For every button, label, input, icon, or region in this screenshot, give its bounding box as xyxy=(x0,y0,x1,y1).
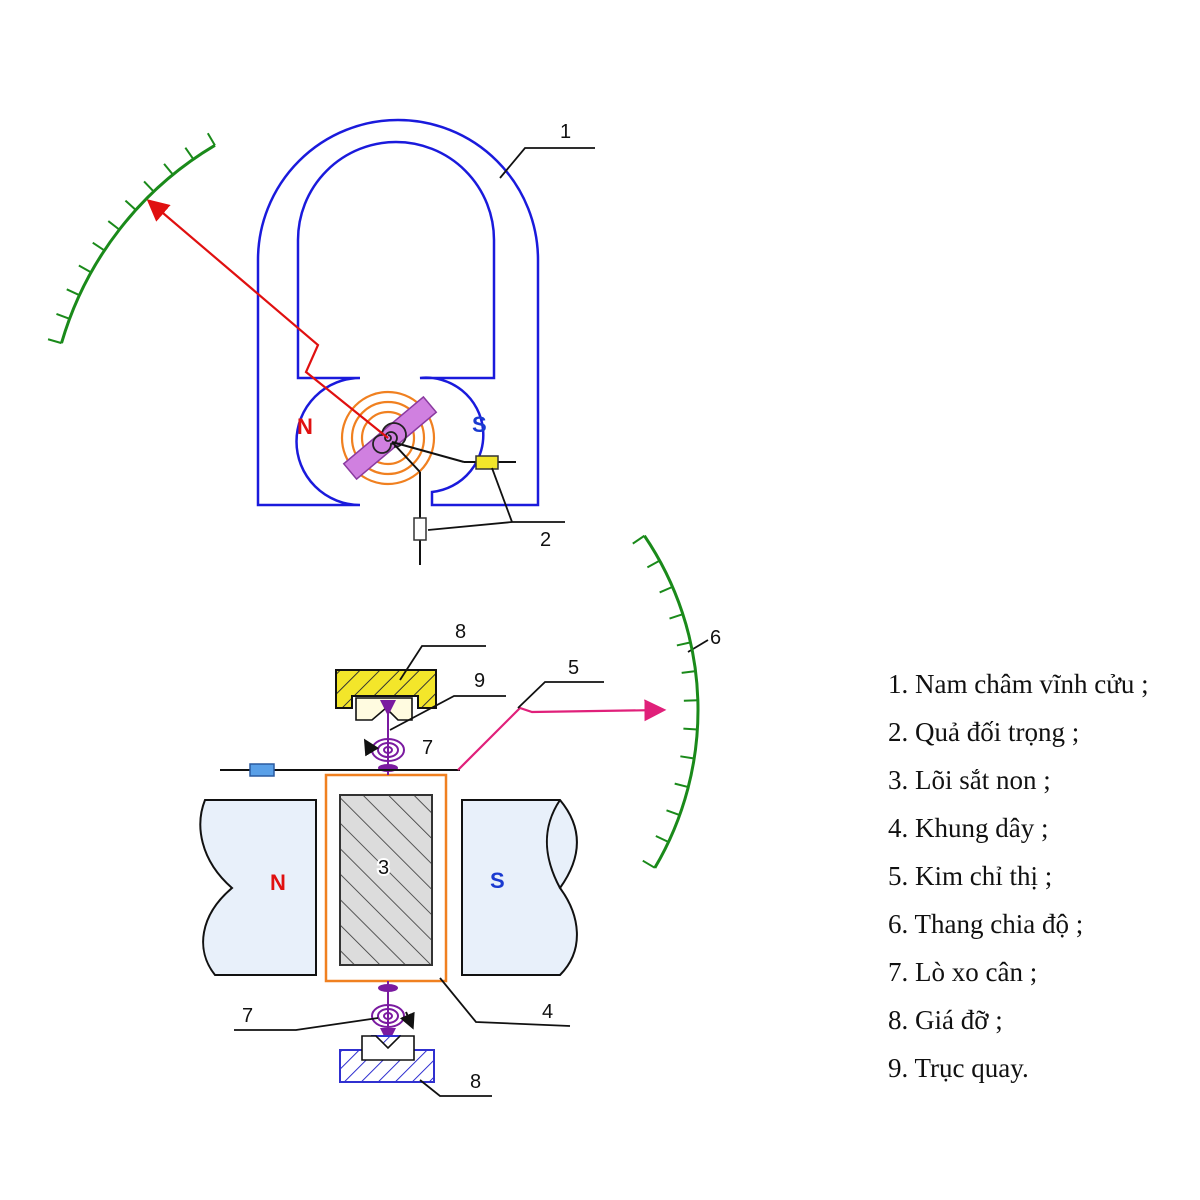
core-label: 3 xyxy=(378,857,389,879)
coil-winding xyxy=(340,390,436,486)
scale-tick xyxy=(124,199,137,211)
callout-8-top: 8 xyxy=(455,621,466,643)
scale-tick xyxy=(666,809,681,816)
legend-list: 1. Nam châm vĩnh cửu ; 2. Quả đối trọng … xyxy=(888,664,1188,1096)
legend-item-7: 7. Lò xo cân ; xyxy=(888,957,1038,987)
pole-north-label: N xyxy=(297,414,313,439)
callout-line-1 xyxy=(499,147,595,179)
legend-item-4: 4. Khung dây ; xyxy=(888,813,1049,843)
pointer-needle-top xyxy=(146,199,389,439)
horseshoe-magnet xyxy=(256,118,540,507)
scale-tick xyxy=(632,534,645,545)
scale-tick xyxy=(659,585,673,594)
scale-arc-side xyxy=(632,534,700,869)
scale-tick xyxy=(107,220,120,231)
callout-line-5 xyxy=(517,681,604,709)
legend-item-1: 1. Nam châm vĩnh cửu ; xyxy=(888,669,1149,699)
scale-tick xyxy=(683,727,698,731)
callout-line-2 xyxy=(427,467,565,531)
legend-item-6: 6. Thang chia độ ; xyxy=(888,909,1084,939)
legend-item-5: 5. Kim chỉ thị ; xyxy=(888,861,1053,891)
magnet-pole-south xyxy=(461,799,578,976)
scale-arc-line xyxy=(60,144,216,344)
rotating-core xyxy=(342,395,438,481)
soft-iron-core xyxy=(339,794,433,966)
callout-line-4 xyxy=(439,977,571,1027)
counterweight-side xyxy=(249,763,275,777)
spring-arrow-top xyxy=(363,738,380,757)
callout-line-7-bottom xyxy=(234,1017,379,1031)
spring-arrow-bottom xyxy=(399,1011,415,1030)
pivot-top xyxy=(355,697,413,721)
pivot-bottom xyxy=(361,1035,415,1061)
scale-tick xyxy=(143,180,155,193)
scale-tick xyxy=(655,835,669,843)
callout-5: 5 xyxy=(568,657,579,679)
scale-tick xyxy=(184,147,195,160)
counterweight-right xyxy=(475,455,499,470)
side-view: N S 3 xyxy=(199,534,721,1097)
side-pole-south-label: S xyxy=(490,868,505,893)
callout-4: 4 xyxy=(542,1001,553,1023)
callout-6: 6 xyxy=(710,627,721,649)
callout-8-bottom: 8 xyxy=(470,1071,481,1093)
legend-item-9: 9. Trục quay. xyxy=(888,1053,1029,1083)
balance-spring-bottom-icon xyxy=(371,1004,405,1028)
scale-tick xyxy=(646,559,661,569)
scale-tick xyxy=(66,288,80,297)
callout-2: 2 xyxy=(540,529,551,551)
callout-9: 9 xyxy=(474,670,485,692)
scale-tick xyxy=(642,859,656,869)
magnet-pole-north xyxy=(199,799,317,976)
top-view: N S 1 2 xyxy=(47,118,595,565)
legend-item-3: 3. Lõi sắt non ; xyxy=(888,765,1051,795)
shaft-collar-bottom xyxy=(378,984,398,992)
counterweight-bottom xyxy=(413,517,427,541)
callout-1: 1 xyxy=(560,121,571,143)
legend-item-2: 2. Quả đối trọng ; xyxy=(888,717,1080,747)
callout-7-bottom: 7 xyxy=(242,1005,253,1027)
pole-south-label: S xyxy=(472,412,487,437)
pointer-needle-side xyxy=(457,699,667,771)
scale-tick xyxy=(680,755,695,760)
scale-arc-top xyxy=(47,132,216,345)
support-bracket-top xyxy=(335,669,437,709)
scale-tick xyxy=(78,264,92,274)
scale-tick xyxy=(681,670,696,674)
callout-7-top: 7 xyxy=(422,737,433,759)
scale-tick xyxy=(163,163,174,176)
callout-line-8-bottom xyxy=(419,1079,492,1097)
scale-tick xyxy=(676,641,691,647)
scale-tick xyxy=(56,312,70,320)
scale-tick xyxy=(92,241,105,252)
scale-tick xyxy=(669,613,684,620)
magnet-end-curve xyxy=(545,799,561,889)
side-pole-north-label: N xyxy=(270,870,286,895)
callout-line-8-top xyxy=(399,645,486,681)
spiral-spring-icon xyxy=(372,422,407,454)
scale-tick xyxy=(206,132,216,146)
scale-arc-line xyxy=(643,534,700,869)
scale-tick xyxy=(674,782,689,789)
callout-line-9 xyxy=(389,695,506,731)
legend-item-8: 8. Giá đỡ ; xyxy=(888,1005,1003,1035)
scale-tick xyxy=(47,338,62,345)
